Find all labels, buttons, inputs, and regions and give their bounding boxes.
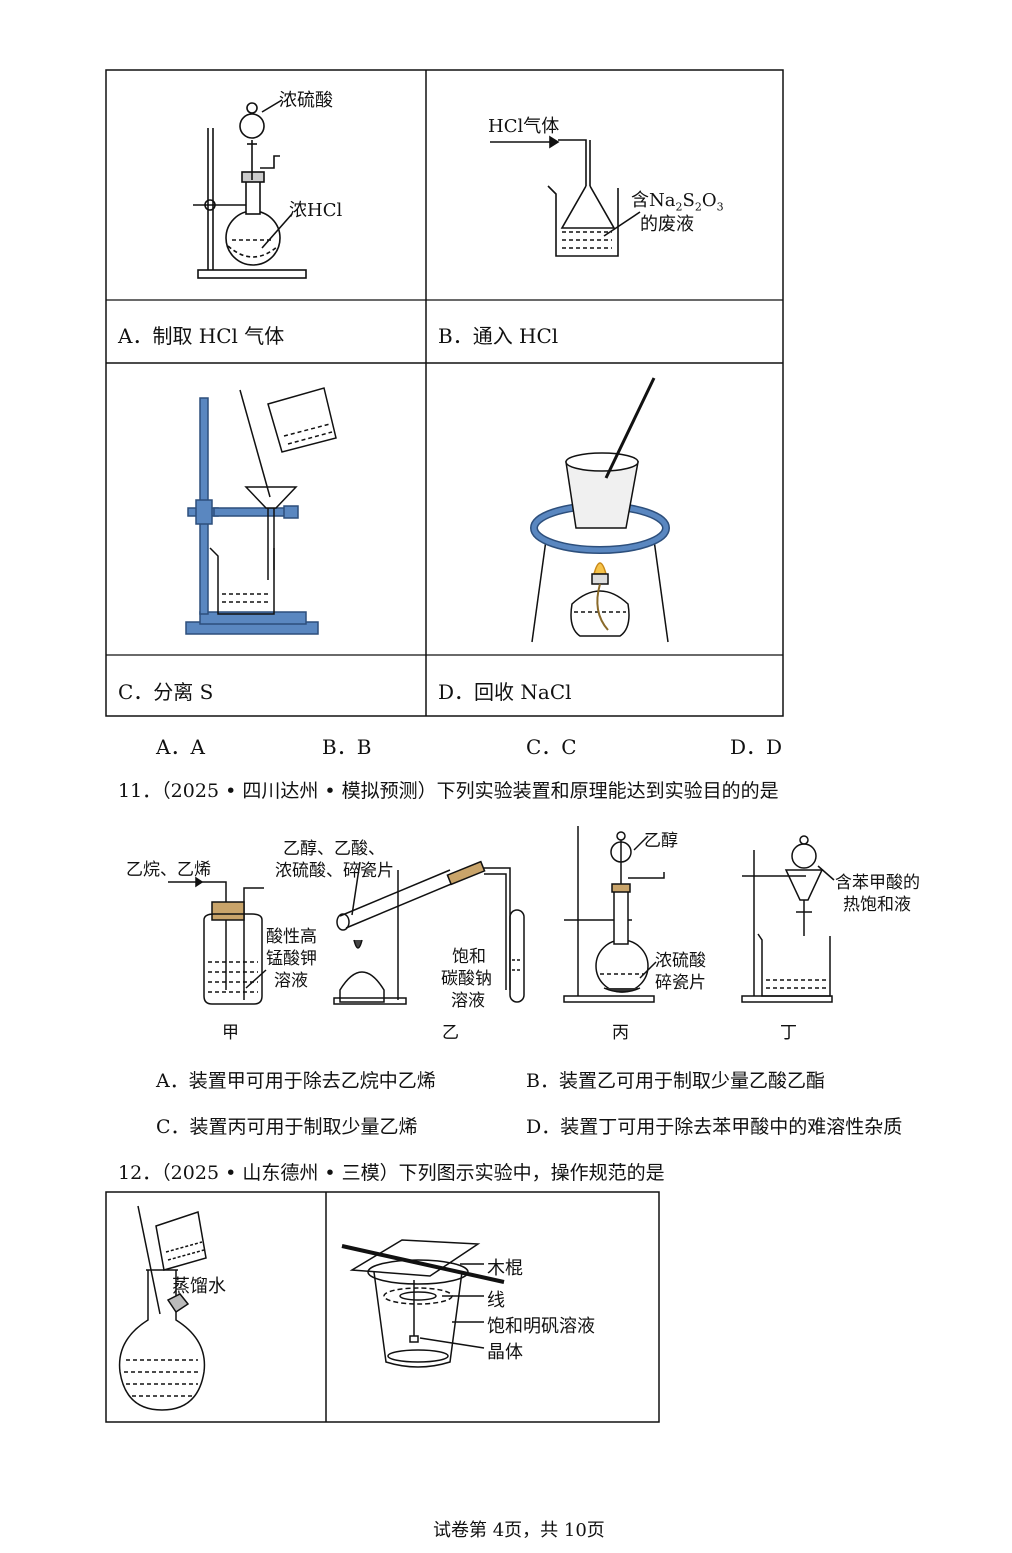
apparatus-bing-name: 丙 — [612, 1023, 629, 1043]
apparatus-jia-name: 甲 — [222, 1023, 239, 1043]
yi-label-5: 溶液 — [451, 991, 485, 1011]
q12-label-stick: 木棍 — [487, 1258, 523, 1279]
apparatus-b-gas-into-waste — [490, 135, 641, 257]
q12-label-alum-solution: 饱和明矾溶液 — [487, 1316, 595, 1337]
q10-choice-a[interactable]: A．A — [156, 735, 205, 759]
q11-stem: 11．（2025 • 四川达州 • 模拟预测）下列实验装置和原理能达到实验目的的… — [118, 780, 779, 802]
q11-option-b[interactable]: B．装置乙可用于制取少量乙酸乙酯 — [526, 1070, 825, 1092]
q10-grid — [105, 69, 784, 717]
label-conc-hcl: 浓HCl — [289, 200, 343, 221]
ding-label-2: 热饱和液 — [843, 895, 911, 915]
apparatus-a-hcl-generator — [193, 99, 307, 279]
jia-label-1: 酸性高 — [266, 927, 317, 947]
q10-choice-c[interactable]: C．C — [526, 735, 577, 759]
caption-d: D．回收 NaCl — [438, 680, 572, 704]
jia-label-gas: 乙烷、乙烯 — [126, 860, 211, 880]
apparatus-yi-name: 乙 — [442, 1023, 459, 1043]
q12-label-distilled-water: 蒸馏水 — [172, 1276, 226, 1297]
yi-label-3: 饱和 — [452, 947, 486, 967]
label-hcl-gas: HCl气体 — [488, 116, 560, 137]
q12-stem: 12．（2025 • 山东德州 • 三模）下列图示实验中，操作规范的是 — [118, 1162, 665, 1184]
q11-option-c[interactable]: C．装置丙可用于制取少量乙烯 — [156, 1116, 418, 1138]
label-conc-sulfuric-acid: 浓硫酸 — [279, 90, 333, 111]
label-na2s2o3: 含Na2S2O3 — [631, 190, 724, 214]
apparatus-d-evaporation — [530, 377, 670, 643]
ding-label-1: 含苯甲酸的 — [835, 873, 920, 893]
q12-label-thread: 线 — [487, 1290, 505, 1311]
yi-label-4: 碳酸钠 — [441, 969, 492, 989]
caption-c: C．分离 S — [118, 680, 214, 704]
jia-label-2: 锰酸钾 — [266, 949, 317, 969]
yi-label-2: 浓硫酸、碎瓷片 — [275, 861, 394, 881]
q12-figure — [105, 1191, 660, 1423]
apparatus-ding-name: 丁 — [780, 1023, 797, 1043]
caption-a: A．制取 HCl 气体 — [118, 324, 285, 348]
caption-b: B．通入 HCl — [438, 324, 559, 348]
q10-choice-d[interactable]: D．D — [730, 735, 783, 759]
bing-label-ethanol: 乙醇 — [644, 831, 678, 851]
q11-apparatus-figure — [168, 826, 835, 1005]
bing-label-chips: 碎瓷片 — [655, 973, 706, 993]
q11-option-a[interactable]: A．装置甲可用于除去乙烷中乙烯 — [156, 1070, 436, 1092]
q12-label-crystal: 晶体 — [487, 1342, 523, 1363]
label-waste-liquid: 的废液 — [640, 214, 694, 235]
jia-label-3: 溶液 — [274, 971, 308, 991]
q11-option-d[interactable]: D．装置丁可用于除去苯甲酸中的难溶性杂质 — [526, 1116, 903, 1138]
page-footer: 试卷第 4页，共 10页 — [433, 1520, 605, 1541]
bing-label-acid: 浓硫酸 — [655, 951, 706, 971]
apparatus-c-filtration — [185, 387, 337, 635]
yi-label-1: 乙醇、乙酸、 — [283, 839, 385, 859]
q10-choice-b[interactable]: B．B — [322, 735, 372, 759]
